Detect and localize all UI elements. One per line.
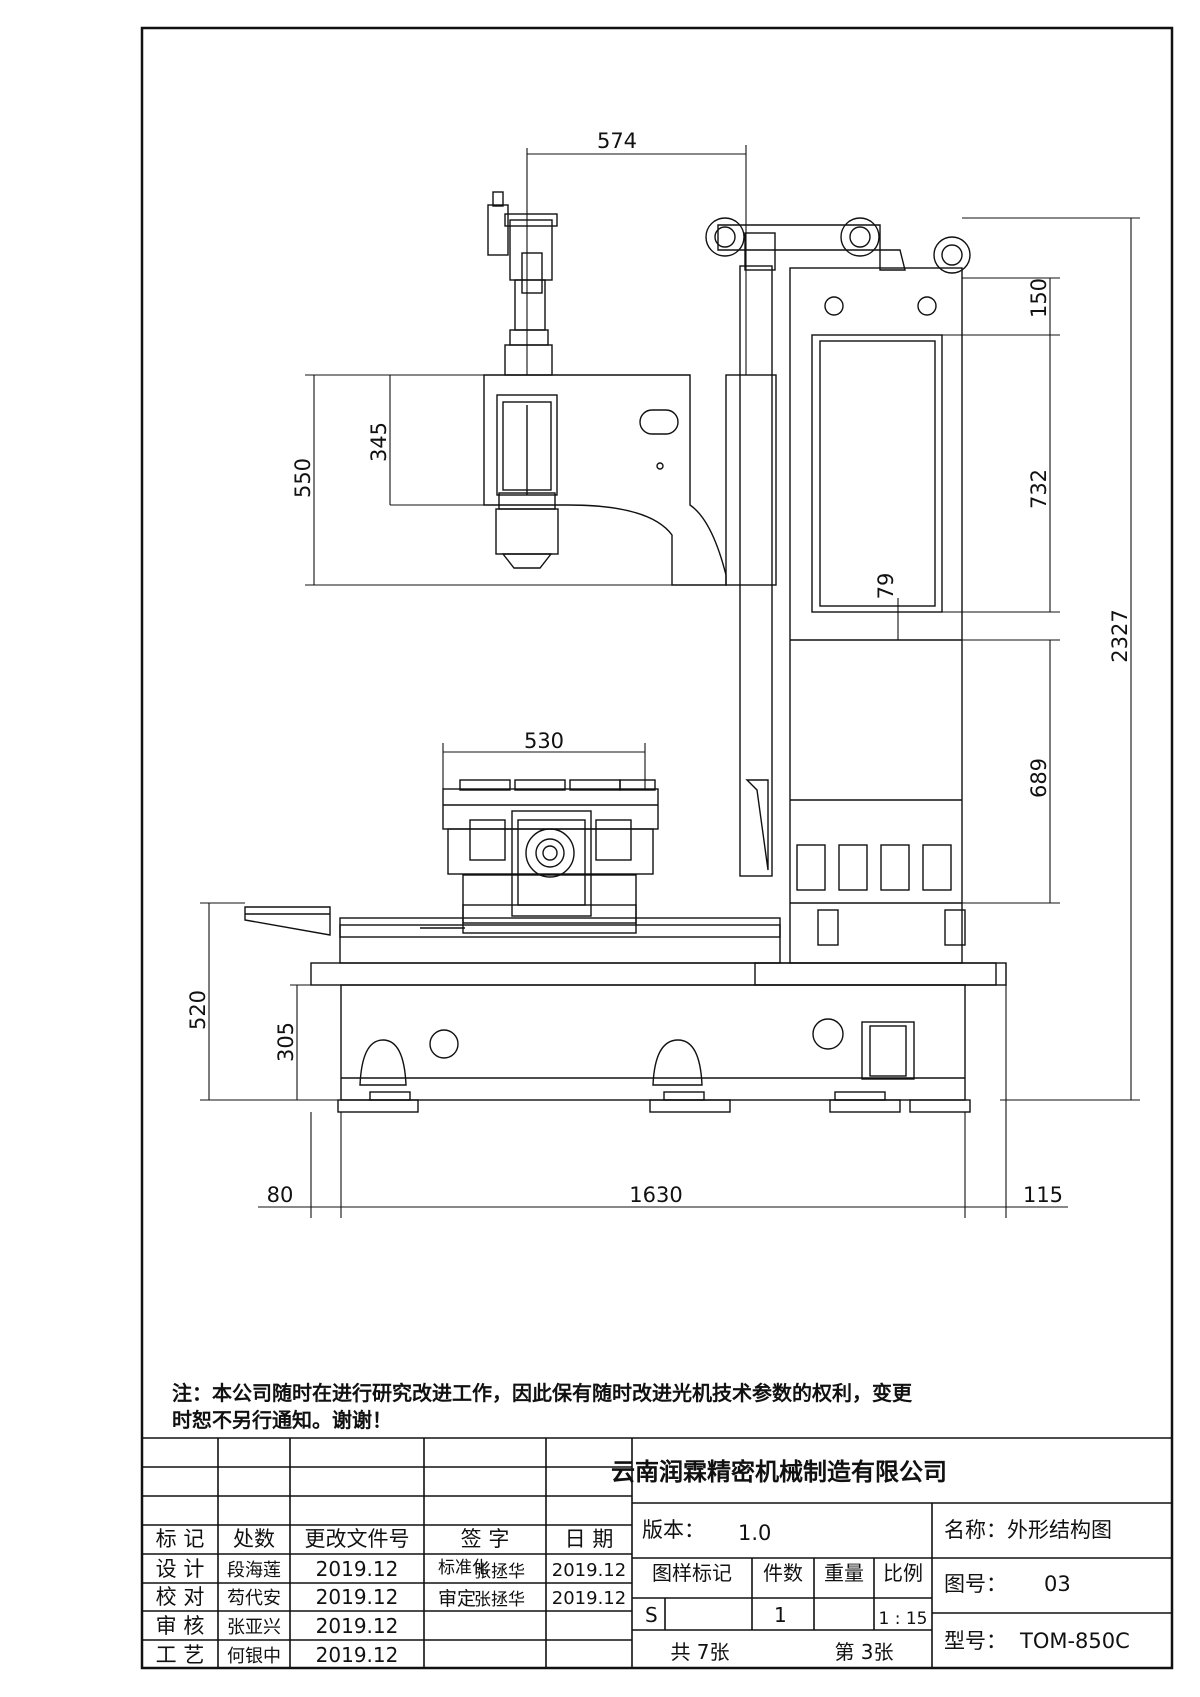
total-sheets: 共 7张 <box>670 1640 729 1664</box>
version-value: 1.0 <box>738 1521 771 1545</box>
dim-80: 80 <box>267 1183 294 1207</box>
note-line-1: 注：本公司随时在进行研究改进工作，因此保有随时改进光机技术参数的权利，变更 <box>172 1381 913 1405</box>
date-design: 2019.12 <box>316 1557 399 1581</box>
dim-530: 530 <box>524 729 564 753</box>
approval-date: 2019.12 <box>552 1588 626 1609</box>
dim-520: 520 <box>186 990 210 1030</box>
machine-outline <box>244 191 1007 1113</box>
title-block-text: 云南润霖精密机械制造有限公司 标 记 处数 更改文件号 签 字 日 期 设 计 … <box>156 1458 1130 1667</box>
dim-150: 150 <box>1027 278 1051 318</box>
role-process: 工 艺 <box>156 1643 205 1667</box>
date-check: 2019.12 <box>316 1585 399 1609</box>
header-sign: 签 字 <box>461 1527 510 1551</box>
version-label: 版本： <box>642 1518 705 1542</box>
date-process: 2019.12 <box>316 1643 399 1667</box>
dim-689: 689 <box>1027 758 1051 798</box>
weight-label: 重量 <box>824 1561 864 1585</box>
dim-732: 732 <box>1027 469 1051 509</box>
model-label: 型号： <box>944 1629 1007 1653</box>
name-check: 芶代安 <box>227 1588 281 1609</box>
company-name: 云南润霖精密机械制造有限公司 <box>611 1458 947 1486</box>
drawing-no: 03 <box>1044 1572 1071 1596</box>
approval-name: 张拯华 <box>474 1590 525 1610</box>
mark-value: S <box>645 1603 658 1627</box>
note-line-2: 时恕不另行通知。谢谢！ <box>172 1408 392 1432</box>
name-design: 段海莲 <box>227 1560 281 1581</box>
dim-305: 305 <box>274 1022 298 1062</box>
dim-574: 574 <box>597 129 637 153</box>
name-label: 名称：外形结构图 <box>944 1518 1112 1542</box>
header-date: 日 期 <box>565 1527 614 1551</box>
name-process: 何银中 <box>227 1646 281 1667</box>
dim-115: 115 <box>1023 1183 1063 1207</box>
qty-label: 件数 <box>763 1561 803 1585</box>
drawing-border <box>140 26 1174 1670</box>
role-review: 审 核 <box>156 1614 205 1638</box>
sample-mark-label: 图样标记 <box>652 1561 732 1585</box>
name-review: 张亚兴 <box>227 1617 281 1638</box>
standardization-name: 张拯华 <box>474 1562 525 1582</box>
dim-2327: 2327 <box>1108 609 1132 662</box>
title-block <box>142 1437 1172 1668</box>
dim-345: 345 <box>367 422 391 462</box>
role-check: 校 对 <box>156 1585 205 1609</box>
note: 注：本公司随时在进行研究改进工作，因此保有随时改进光机技术参数的权利，变更 时恕… <box>172 1381 913 1432</box>
model-value: TOM-850C <box>1019 1629 1130 1653</box>
header-place: 处数 <box>233 1527 275 1551</box>
qty-value: 1 <box>774 1603 787 1627</box>
scale-value: 1 : 15 <box>879 1609 928 1629</box>
scale-label: 比例 <box>883 1561 923 1585</box>
dim-79: 79 <box>874 573 898 600</box>
dimension-lines <box>200 145 1140 1218</box>
sheet-number: 第 3张 <box>834 1640 893 1664</box>
drawing-no-label: 图号： <box>944 1572 1007 1596</box>
dim-1630: 1630 <box>629 1183 682 1207</box>
header-mark: 标 记 <box>156 1527 205 1551</box>
dim-550: 550 <box>291 458 315 498</box>
role-design: 设 计 <box>156 1557 205 1581</box>
header-file: 更改文件号 <box>305 1527 410 1551</box>
approval-label: 审定 <box>438 1588 476 1610</box>
standardization-label: 标准化 <box>438 1558 489 1578</box>
dimension-labels: 574 550 345 150 732 79 2327 689 530 520 … <box>186 129 1132 1207</box>
standardization-date: 2019.12 <box>552 1560 626 1581</box>
date-review: 2019.12 <box>316 1614 399 1638</box>
